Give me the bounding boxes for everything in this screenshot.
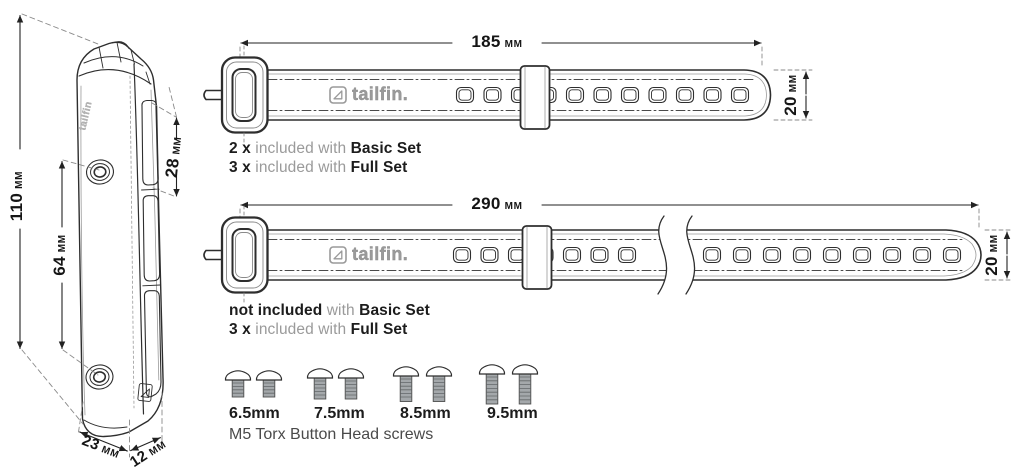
note-mid: included with xyxy=(255,140,347,157)
bracket-top-offset-unit: MM xyxy=(171,136,185,156)
note-mid: with xyxy=(326,302,355,319)
long-strap-length-unit: MM xyxy=(504,201,523,212)
note-tail: Basic Set xyxy=(350,140,422,157)
screws-description: M5 Torx Button Head screws xyxy=(229,426,434,443)
note-tail: Basic Set xyxy=(359,302,430,319)
bracket-dimension-lines xyxy=(16,14,180,452)
short-strap-note-line1: 2 x included with Basic Set xyxy=(229,140,421,158)
long-strap-length-label: 290 MM xyxy=(471,194,522,214)
note-lead: 3 x xyxy=(229,159,251,176)
tailfin-logo-icon xyxy=(329,85,347,104)
bracket-logo-plate xyxy=(137,383,153,402)
short-strap-holes xyxy=(455,86,750,104)
note-mid: included with xyxy=(255,159,347,176)
short-strap-brand-logo: tailfin. xyxy=(329,84,408,105)
screw-size-label-1: 6.5mm xyxy=(229,405,280,422)
screw-size-label-2: 7.5mm xyxy=(314,405,365,422)
bracket-height-unit: MM xyxy=(14,170,25,189)
short-strap-brand-text: tailfin. xyxy=(352,84,409,104)
short-strap-keeper xyxy=(519,65,551,130)
bracket-lower-hole xyxy=(85,364,114,390)
bracket-hole-spacing-unit: MM xyxy=(57,234,68,253)
long-strap-length-value: 290 xyxy=(471,194,501,213)
note-lead: 3 x xyxy=(229,321,251,338)
long-strap-width-value: 20 xyxy=(982,256,1001,276)
bracket-hole-spacing-value: 64 xyxy=(50,256,69,276)
short-strap-length-unit: MM xyxy=(504,39,523,50)
screw-size-label-3: 8.5mm xyxy=(400,405,451,422)
bracket-height-dimension-label: 110 MM xyxy=(7,171,27,221)
short-strap-width-unit: MM xyxy=(788,74,799,93)
long-strap-width-label: 20 MM xyxy=(982,234,1002,276)
bracket-drawing xyxy=(16,13,180,458)
note-lead: not included xyxy=(229,302,323,319)
screws-drawing xyxy=(224,364,539,405)
short-strap-drawing xyxy=(203,39,813,145)
long-strap-brand-logo: tailfin. xyxy=(329,244,408,265)
long-strap-brand-text: tailfin. xyxy=(352,244,409,264)
short-strap-length-label: 185 MM xyxy=(471,32,522,52)
note-tail: Full Set xyxy=(350,159,408,176)
bracket-upper-hole xyxy=(85,159,115,185)
short-strap-width-dimension xyxy=(773,69,813,121)
short-strap-width-value: 20 xyxy=(781,96,800,116)
note-tail: Full Set xyxy=(350,321,408,338)
short-strap-width-label: 20 MM xyxy=(781,74,801,116)
long-strap-width-dimension xyxy=(984,229,1014,281)
long-strap-drawing xyxy=(203,201,1014,305)
long-strap-buckle xyxy=(203,205,269,305)
long-strap-length-dimension xyxy=(239,201,980,230)
strap-break-symbol xyxy=(657,215,696,295)
short-strap-note-line2: 3 x included with Full Set xyxy=(229,159,407,177)
bracket-height-value: 110 xyxy=(7,192,26,222)
bracket-top-offset-value: 28 xyxy=(161,157,183,179)
bracket-guide-lines xyxy=(21,13,177,458)
note-lead: 2 x xyxy=(229,140,251,157)
long-strap-width-unit: MM xyxy=(989,234,1000,253)
long-strap-note-line2: 3 x included with Full Set xyxy=(229,321,407,339)
long-strap-keeper xyxy=(521,225,553,290)
short-strap-length-dimension xyxy=(239,39,763,69)
note-mid: included with xyxy=(255,321,347,338)
bracket-hole-spacing-dimension-label: 64 MM xyxy=(50,234,70,276)
short-strap-buckle xyxy=(203,45,269,145)
short-strap-length-value: 185 xyxy=(471,32,501,51)
screw-size-label-4: 9.5mm xyxy=(487,405,538,422)
tailfin-logo-icon xyxy=(329,245,347,264)
long-strap-note-line1: not included with Basic Set xyxy=(229,302,430,320)
